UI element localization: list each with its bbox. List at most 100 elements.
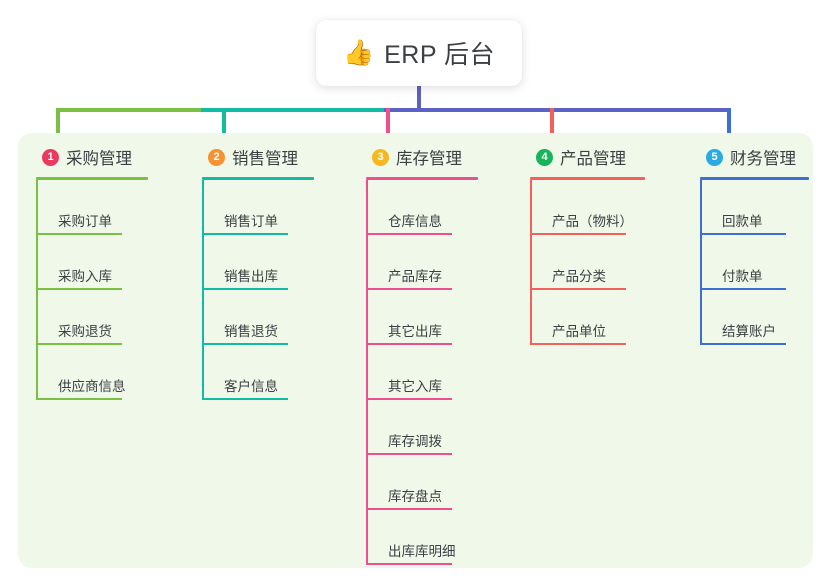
menu-item-label: 采购退货	[58, 324, 112, 339]
menu-item[interactable]: 产品库存	[366, 235, 516, 290]
items-spine	[202, 180, 204, 400]
menu-item-underline	[700, 343, 786, 345]
category-underline	[530, 177, 645, 180]
menu-item-underline	[202, 398, 288, 400]
menu-item-label: 仓库信息	[388, 214, 442, 229]
category-underline	[202, 177, 314, 180]
category-title: 库存管理	[396, 150, 462, 168]
menu-item[interactable]: 结算账户	[700, 290, 839, 345]
menu-item[interactable]: 产品单位	[530, 290, 685, 345]
menu-item-label: 客户信息	[224, 379, 278, 394]
menu-item[interactable]: 回款单	[700, 180, 839, 235]
menu-item-underline	[366, 343, 452, 345]
menu-item[interactable]: 销售订单	[202, 180, 352, 235]
menu-item-label: 库存盘点	[388, 489, 442, 504]
items-spine	[36, 180, 38, 400]
category-items: 产品（物料） 产品分类产品单位	[530, 180, 685, 345]
menu-item-underline	[366, 288, 452, 290]
connector-drop-3	[386, 108, 390, 148]
items-spine	[530, 180, 532, 345]
menu-item[interactable]: 产品（物料）	[530, 180, 685, 235]
menu-item-label: 出库库明细	[388, 544, 456, 559]
connector-drop-1	[56, 108, 60, 148]
connector-drop-2	[222, 108, 226, 148]
category-title: 销售管理	[232, 150, 298, 168]
connector-trunk-segment-1	[56, 108, 203, 112]
menu-item-label: 回款单	[722, 214, 763, 229]
menu-item-underline	[366, 563, 452, 565]
menu-item-underline	[530, 233, 626, 235]
items-spine	[366, 180, 368, 565]
menu-item[interactable]: 销售出库	[202, 235, 352, 290]
menu-item[interactable]: 其它出库	[366, 290, 516, 345]
menu-item[interactable]: 付款单	[700, 235, 839, 290]
category-items: 销售订单销售出库销售退货客户信息	[202, 180, 352, 400]
root-node-erp-backend[interactable]: 👍 ERP 后台	[316, 20, 522, 86]
category-header-5[interactable]: 5 财务管理	[700, 146, 839, 168]
menu-item-underline	[530, 343, 626, 345]
category-items: 仓库信息产品库存其它出库其它入库库存调拨库存盘点出库库明细	[366, 180, 516, 565]
category-title: 采购管理	[66, 150, 132, 168]
category-column-3: 3 库存管理仓库信息产品库存其它出库其它入库库存调拨库存盘点出库库明细	[366, 146, 516, 565]
category-title: 财务管理	[730, 150, 796, 168]
category-header-2[interactable]: 2 销售管理	[202, 146, 352, 168]
category-header-1[interactable]: 1 采购管理	[36, 146, 186, 168]
menu-item-label: 销售出库	[224, 269, 278, 284]
menu-item-underline	[36, 233, 122, 235]
menu-item-underline	[36, 343, 122, 345]
menu-item-label: 销售订单	[224, 214, 278, 229]
menu-item-label: 产品（物料）	[552, 214, 633, 229]
menu-item[interactable]: 采购入库	[36, 235, 186, 290]
menu-item-label: 产品分类	[552, 269, 606, 284]
menu-item-underline	[36, 288, 122, 290]
menu-item-underline	[700, 233, 786, 235]
category-column-2: 2 销售管理销售订单销售出库销售退货客户信息	[202, 146, 352, 400]
menu-item-label: 采购订单	[58, 214, 112, 229]
menu-item[interactable]: 客户信息	[202, 345, 352, 400]
connector-root-stem	[417, 86, 421, 110]
menu-item-label: 付款单	[722, 269, 763, 284]
diagram-panel	[18, 133, 813, 568]
menu-item-underline	[36, 398, 122, 400]
connector-drop-4	[550, 108, 554, 148]
category-header-4[interactable]: 4 产品管理	[530, 146, 685, 168]
menu-item-underline	[366, 233, 452, 235]
menu-item-label: 供应商信息	[58, 379, 126, 394]
menu-item[interactable]: 其它入库	[366, 345, 516, 400]
menu-item-underline	[366, 453, 452, 455]
menu-item[interactable]: 采购订单	[36, 180, 186, 235]
menu-item-underline	[202, 343, 288, 345]
menu-item-label: 其它出库	[388, 324, 442, 339]
menu-item[interactable]: 销售退货	[202, 290, 352, 345]
category-header-3[interactable]: 3 库存管理	[366, 146, 516, 168]
category-items: 采购订单采购入库采购退货供应商信息	[36, 180, 186, 400]
menu-item[interactable]: 库存调拨	[366, 400, 516, 455]
menu-item[interactable]: 采购退货	[36, 290, 186, 345]
menu-item[interactable]: 库存盘点	[366, 455, 516, 510]
menu-item-label: 结算账户	[722, 324, 776, 339]
category-number-badge: 4	[536, 148, 553, 166]
connector-trunk-segment-3	[384, 108, 731, 112]
menu-item-label: 其它入库	[388, 379, 442, 394]
category-number-badge: 1	[42, 148, 59, 166]
menu-item-label: 销售退货	[224, 324, 278, 339]
category-number-badge: 5	[706, 148, 723, 166]
items-spine	[700, 180, 702, 345]
menu-item-underline	[530, 288, 626, 290]
menu-item-label: 库存调拨	[388, 434, 442, 449]
root-node-title: ERP 后台	[384, 41, 496, 69]
category-column-1: 1 采购管理采购订单采购入库采购退货供应商信息	[36, 146, 186, 400]
category-number-badge: 3	[372, 148, 389, 166]
menu-item-underline	[366, 398, 452, 400]
menu-item-underline	[700, 288, 786, 290]
category-column-5: 5 财务管理回款单付款单结算账户	[700, 146, 839, 345]
menu-item[interactable]: 出库库明细	[366, 510, 516, 565]
menu-item[interactable]: 供应商信息	[36, 345, 186, 400]
category-title: 产品管理	[560, 150, 626, 168]
category-number-badge: 2	[208, 148, 225, 166]
connector-trunk-segment-2	[201, 108, 386, 112]
menu-item-label: 产品库存	[388, 269, 442, 284]
menu-item-label: 采购入库	[58, 269, 112, 284]
menu-item[interactable]: 产品分类	[530, 235, 685, 290]
menu-item[interactable]: 仓库信息	[366, 180, 516, 235]
